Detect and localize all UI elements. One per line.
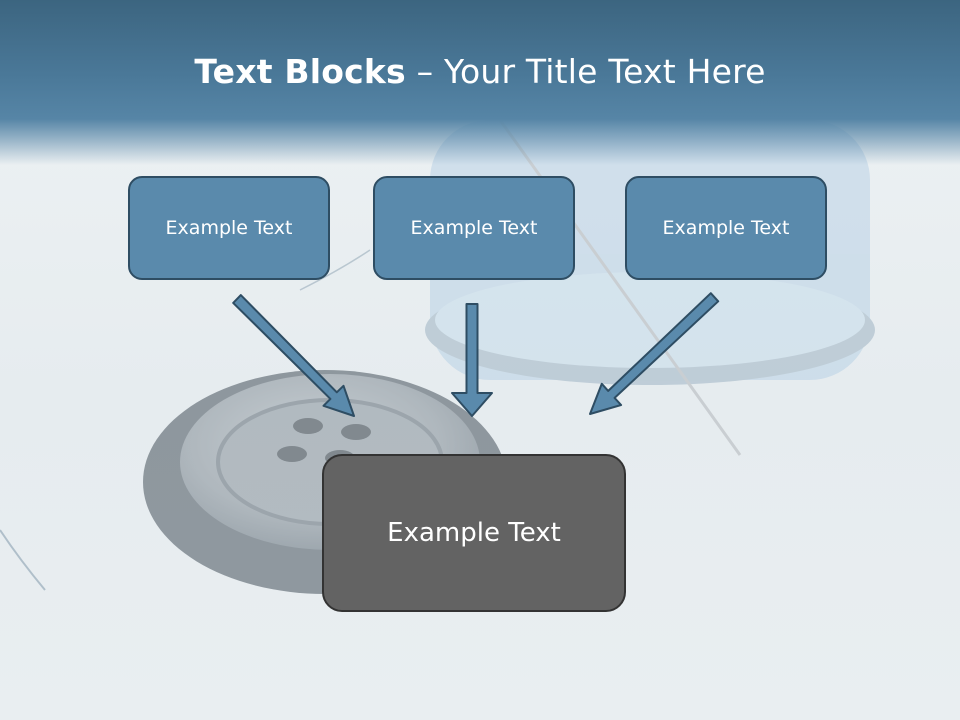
main-text-block-label: Example Text — [387, 518, 561, 548]
title-dash: – — [405, 52, 444, 91]
arrow-left — [232, 294, 355, 417]
main-text-block[interactable]: Example Text — [322, 454, 626, 612]
text-block-1-label: Example Text — [165, 217, 293, 239]
slide-title: Text Blocks – Your Title Text Here — [0, 52, 960, 91]
arrow-center — [451, 303, 493, 417]
title-banner — [0, 0, 960, 165]
text-block-2-label: Example Text — [410, 217, 538, 239]
thread-strand — [0, 529, 46, 591]
text-block-1[interactable]: Example Text — [128, 176, 330, 280]
text-block-2[interactable]: Example Text — [373, 176, 575, 280]
arrow-right — [589, 292, 720, 415]
text-block-3[interactable]: Example Text — [625, 176, 827, 280]
text-block-3-label: Example Text — [662, 217, 790, 239]
needle-image — [498, 119, 742, 456]
title-bold: Text Blocks — [194, 52, 406, 91]
title-rest: Your Title Text Here — [443, 52, 766, 91]
